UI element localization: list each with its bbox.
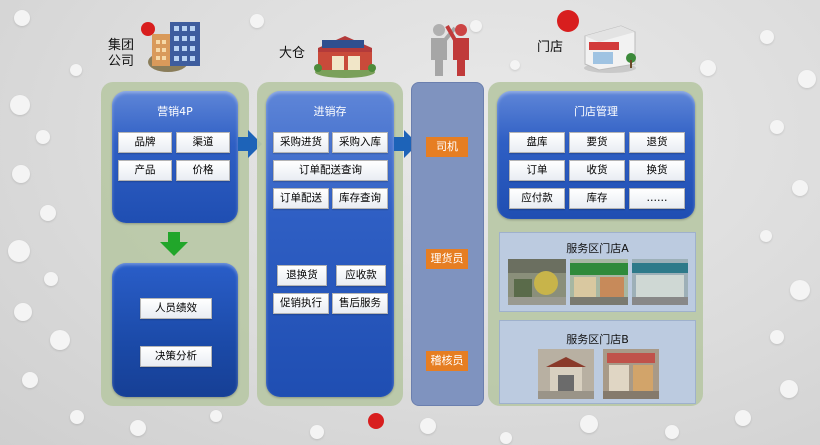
decor-dot xyxy=(510,60,520,70)
decor-dot xyxy=(420,418,436,434)
receivables-button[interactable]: 应收款 xyxy=(336,265,386,286)
inventory-box: 进销存 采购进货 采购入库 订单配送查询 订单配送 库存查询 退换货 应收款 促… xyxy=(266,91,394,397)
decor-dot xyxy=(760,230,772,242)
decor-dot xyxy=(735,410,751,426)
after-sales-service-button[interactable]: 售后服务 xyxy=(332,293,388,314)
store-b-photo-2 xyxy=(603,349,659,399)
decor-dot xyxy=(470,20,482,32)
decor-red-dot xyxy=(368,413,384,429)
people-handshake-icon xyxy=(425,20,475,76)
office-building-icon xyxy=(146,14,208,76)
decision-analysis-button[interactable]: 决策分析 xyxy=(140,346,212,367)
decor-dot xyxy=(760,30,774,44)
marketing-item-product[interactable]: 产品 xyxy=(118,160,172,181)
decor-dot xyxy=(780,380,798,398)
service-area-b-title: 服务区门店B xyxy=(566,333,629,346)
flow-arrow-shaft xyxy=(394,137,404,151)
store-return-button[interactable]: 退货 xyxy=(629,132,685,153)
inventory-query-button[interactable]: 库存查询 xyxy=(332,188,388,209)
service-area-a-title: 服务区门店A xyxy=(566,242,629,255)
store-request-goods-button[interactable]: 要货 xyxy=(569,132,625,153)
decor-dot xyxy=(130,420,146,436)
decor-dot xyxy=(14,10,30,26)
marketing-title: 营销4P xyxy=(157,105,193,118)
decor-dot xyxy=(14,303,32,321)
decor-dot xyxy=(210,410,222,422)
flow-arrow-shaft xyxy=(238,137,248,151)
store-management-box: 门店管理 盘库 要货 退货 订单 收货 换货 应付款 库存 …… xyxy=(497,91,695,219)
decor-red-dot xyxy=(141,22,155,36)
roles-column: 司机 理货员 稽核员 xyxy=(411,82,484,406)
decor-red-dot xyxy=(557,10,579,32)
decor-dot xyxy=(798,70,816,88)
store-order-button[interactable]: 订单 xyxy=(509,160,565,181)
role-driver: 司机 xyxy=(426,137,468,157)
decor-dot xyxy=(8,240,30,262)
store-a-photo-3 xyxy=(632,259,688,305)
service-area-store-b: 服务区门店B xyxy=(499,320,696,404)
group-company-label: 集团 公司 xyxy=(108,38,135,69)
inventory-title: 进销存 xyxy=(313,105,347,118)
return-exchange-button[interactable]: 退换货 xyxy=(277,265,327,286)
warehouse-icon xyxy=(312,30,378,78)
decision-box: 人员绩效 决策分析 xyxy=(112,263,238,397)
store-a-photo-1 xyxy=(508,259,566,305)
store-more-button[interactable]: …… xyxy=(629,188,685,209)
marketing-item-price[interactable]: 价格 xyxy=(176,160,230,181)
store-exchange-button[interactable]: 换货 xyxy=(629,160,685,181)
decor-dot xyxy=(700,60,716,76)
decor-dot xyxy=(12,165,30,183)
decor-dot xyxy=(50,330,70,350)
decor-dot xyxy=(44,272,58,286)
decor-dot xyxy=(500,432,512,444)
decor-dot xyxy=(40,205,56,221)
decor-dot xyxy=(665,425,679,439)
decor-dot xyxy=(70,410,84,424)
decor-dot xyxy=(310,425,324,439)
order-delivery-query-button[interactable]: 订单配送查询 xyxy=(273,160,388,181)
decor-dot xyxy=(22,372,38,388)
decor-dot xyxy=(770,330,784,344)
promotion-execution-button[interactable]: 促销执行 xyxy=(273,293,329,314)
staff-performance-button[interactable]: 人员绩效 xyxy=(140,298,212,319)
decor-dot xyxy=(790,280,810,300)
purchase-inbound-button[interactable]: 采购入库 xyxy=(332,132,388,153)
store-inventory-button[interactable]: 库存 xyxy=(569,188,625,209)
decor-dot xyxy=(10,95,30,115)
decor-dot xyxy=(770,120,784,134)
service-area-store-a: 服务区门店A xyxy=(499,232,696,312)
role-stock-clerk: 理货员 xyxy=(426,249,468,269)
store-label: 门店 xyxy=(537,40,564,55)
decor-dot xyxy=(36,130,50,144)
store-icon xyxy=(581,20,639,74)
store-receive-button[interactable]: 收货 xyxy=(569,160,625,181)
store-a-photo-2 xyxy=(570,259,628,305)
decor-dot xyxy=(792,180,808,196)
purchase-receiving-button[interactable]: 采购进货 xyxy=(273,132,329,153)
decor-dot xyxy=(70,64,82,76)
marketing-item-brand[interactable]: 品牌 xyxy=(118,132,172,153)
decor-dot xyxy=(580,415,598,433)
role-auditor: 稽核员 xyxy=(426,351,468,371)
down-arrow xyxy=(160,232,188,256)
store-stocktake-button[interactable]: 盘库 xyxy=(509,132,565,153)
warehouse-label: 大仓 xyxy=(279,46,306,61)
store-payables-button[interactable]: 应付款 xyxy=(509,188,565,209)
marketing-4p-box: 营销4P 品牌 渠道 产品 价格 xyxy=(112,91,238,223)
marketing-item-channel[interactable]: 渠道 xyxy=(176,132,230,153)
decor-dot xyxy=(250,14,264,28)
order-delivery-button[interactable]: 订单配送 xyxy=(273,188,329,209)
store-b-photo-1 xyxy=(538,349,594,399)
store-management-title: 门店管理 xyxy=(574,105,618,118)
